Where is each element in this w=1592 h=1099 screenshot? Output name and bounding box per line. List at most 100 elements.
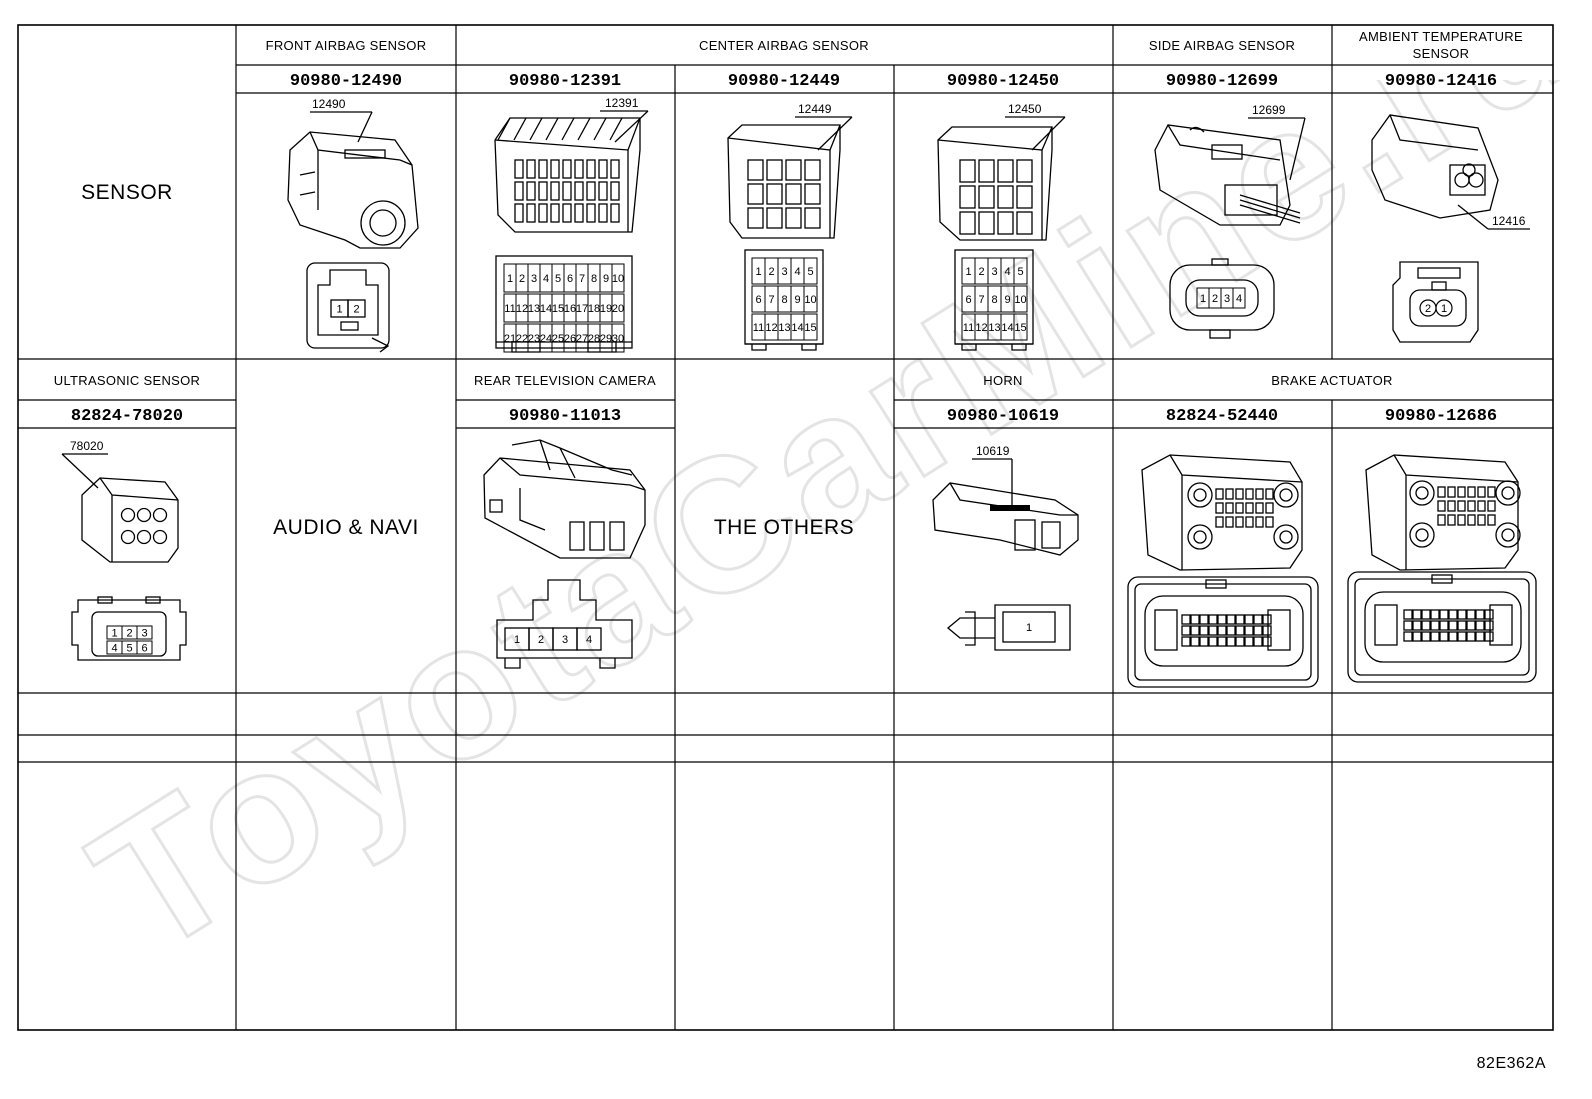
pin-number: 15	[804, 322, 816, 334]
pin-cell	[136, 625, 153, 640]
pin-cell	[611, 293, 625, 323]
part-number-12450: 90980-12450	[947, 72, 1059, 91]
pin-number: 6	[141, 643, 147, 655]
part-number-78020: 82824-78020	[71, 407, 183, 426]
ambient-title-line2: SENSOR	[1413, 46, 1470, 61]
pin-number: 14	[791, 322, 803, 334]
pin-number: 1	[1200, 293, 1206, 305]
front-airbag-title: FRONT AIRBAG SENSOR	[266, 38, 427, 53]
pin-number: 4	[794, 266, 800, 278]
pin-number: 10	[1014, 294, 1026, 306]
pin-number: 2	[768, 266, 774, 278]
pin-number: 12	[765, 322, 777, 334]
pin-number: 3	[141, 628, 147, 640]
pin-number: 1	[1026, 622, 1032, 634]
connector-12449-figure: 12449	[727, 102, 853, 351]
part-number-52440: 82824-52440	[1166, 407, 1278, 426]
pin-number: 23	[528, 333, 540, 345]
pin-number: 1	[507, 273, 513, 285]
center-airbag-title: CENTER AIRBAG SENSOR	[699, 38, 869, 53]
horn-title: HORN	[983, 373, 1022, 388]
pin-number: 10	[804, 294, 816, 306]
pin-number: 9	[603, 273, 609, 285]
callout-10619: 10619	[976, 444, 1010, 458]
ambient-title-line1: AMBIENT TEMPERATURE	[1359, 29, 1523, 44]
connector-10619-figure: 10619	[932, 444, 1079, 651]
pin-number: 26	[564, 333, 576, 345]
pin-number: 1	[1441, 303, 1447, 315]
connector-12450-figure: 12450	[937, 102, 1066, 351]
pin-number: 9	[1004, 294, 1010, 306]
pin-number: 9	[794, 294, 800, 306]
callout-12490: 12490	[312, 97, 346, 111]
pin-number: 21	[504, 333, 516, 345]
pin-number: 13	[988, 322, 1000, 334]
pin-number: 2	[353, 304, 359, 316]
callout-12416: 12416	[1492, 214, 1526, 228]
pin-number: 13	[528, 303, 540, 315]
pin-cell	[136, 640, 153, 655]
pin-number: 11	[504, 303, 515, 315]
pin-number: 4	[586, 634, 592, 646]
pin-number: 5	[126, 643, 132, 655]
pin-number: 28	[588, 333, 600, 345]
pin-number: 18	[588, 303, 600, 315]
connector-12391-figure: 12391	[494, 96, 649, 353]
brake-actuator-title: BRAKE ACTUATOR	[1271, 373, 1392, 388]
pin-cell	[1232, 287, 1246, 309]
pin-number: 16	[564, 303, 576, 315]
category-audio-navi: AUDIO & NAVI	[273, 516, 419, 539]
part-number-12416: 90980-12416	[1385, 72, 1497, 91]
ultrasonic-title: ULTRASONIC SENSOR	[54, 373, 200, 388]
pin-map-10619: 1	[1002, 611, 1056, 643]
pin-number: 4	[111, 643, 117, 655]
pin-number: 11	[963, 322, 974, 334]
pin-number: 5	[807, 266, 813, 278]
pin-number: 30	[612, 333, 624, 345]
pin-number: 3	[1224, 293, 1230, 305]
pin-cell	[803, 257, 818, 285]
pin-number: 5	[555, 273, 561, 285]
side-airbag-title: SIDE AIRBAG SENSOR	[1149, 38, 1295, 53]
pin-number: 2	[538, 634, 544, 646]
pin-cell	[803, 313, 818, 341]
pin-cell	[576, 627, 602, 651]
callout-12449: 12449	[798, 102, 832, 116]
pin-number: 2	[519, 273, 525, 285]
pin-number: 17	[576, 303, 588, 315]
callout-78020: 78020	[70, 439, 104, 453]
part-number-12699: 90980-12699	[1166, 72, 1278, 91]
connector-12490-figure: 12490	[287, 97, 419, 353]
pin-number: 7	[768, 294, 774, 306]
pin-number: 6	[755, 294, 761, 306]
pin-number: 15	[552, 303, 564, 315]
pin-number: 2	[126, 628, 132, 640]
part-number-12686: 90980-12686	[1385, 407, 1497, 426]
pin-number: 1	[111, 628, 117, 640]
pin-number: 24	[540, 333, 552, 345]
category-sensor: SENSOR	[81, 181, 173, 204]
pin-cell	[1435, 299, 1453, 317]
pin-number: 1	[965, 266, 971, 278]
pin-number: 3	[991, 266, 997, 278]
callout-12699: 12699	[1252, 103, 1286, 117]
pin-number: 2	[1212, 293, 1218, 305]
pin-number: 4	[543, 273, 549, 285]
connector-52440-figure	[1127, 454, 1319, 688]
pin-number: 20	[612, 303, 624, 315]
pin-number: 12	[516, 303, 528, 315]
pin-number: 27	[576, 333, 588, 345]
pin-number: 8	[591, 273, 597, 285]
pin-number: 13	[778, 322, 790, 334]
pin-number: 7	[579, 273, 585, 285]
connector-12416-figure: 12416	[1371, 114, 1530, 343]
document-code: 82E362A	[1476, 1055, 1546, 1072]
pin-cell	[611, 263, 625, 293]
